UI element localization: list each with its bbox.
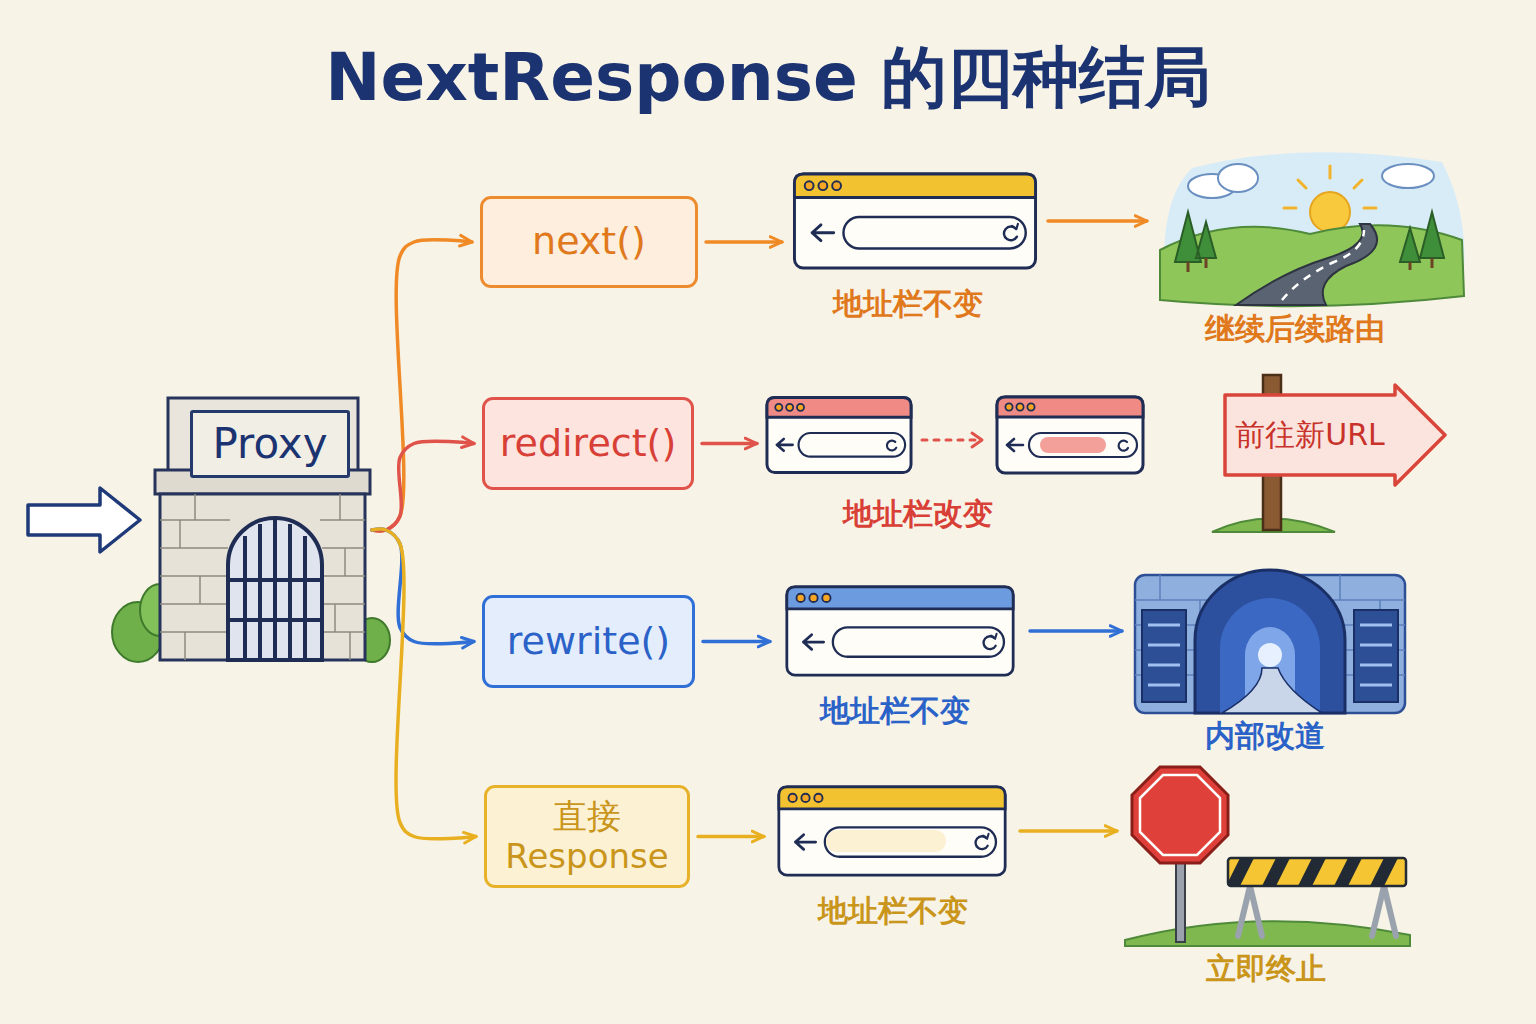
- caption-block: 立即终止: [1123, 952, 1408, 987]
- entry-arrow-part: [28, 488, 140, 552]
- flow-arrow: [1030, 629, 1122, 633]
- caption-block: 继续后续路由: [1140, 312, 1450, 347]
- stop-illustration: [1125, 767, 1410, 946]
- road-illustration-part: [1175, 212, 1216, 262]
- road-scene: 继续后续路由: [1155, 150, 1465, 305]
- browser-window: 地址栏不变: [790, 172, 1040, 270]
- diagram-title: NextResponse 的四种结局: [0, 42, 1536, 115]
- tunnel-illustration-part: [1258, 643, 1282, 667]
- stop-illustration-part-part: [1228, 858, 1398, 886]
- signpost-illustration-part: [1225, 385, 1445, 485]
- redirect-dotted-arrow: [922, 433, 982, 447]
- caption-text: 地址栏不变: [783, 287, 1033, 322]
- node-label: next(): [532, 220, 646, 264]
- stop-illustration-part: [1132, 767, 1228, 863]
- browser-window-group-part: [794, 174, 1035, 268]
- flow-arrow: [698, 835, 764, 839]
- caption-text: 地址栏不变: [773, 894, 1013, 929]
- sign-label: 前往新URL: [1235, 418, 1385, 453]
- method-box: next(): [480, 196, 698, 288]
- tunnel-illustration-part: [1148, 625, 1392, 685]
- caption-block: 地址栏改变: [728, 497, 1108, 532]
- tunnel-illustration-part: [1195, 570, 1345, 713]
- flow-arrow: [372, 529, 474, 644]
- browser-window-group-part: [997, 397, 1143, 473]
- browser-window-group-part: [767, 398, 911, 473]
- entry-arrow: [28, 488, 140, 552]
- tunnel-illustration-part: [1222, 668, 1322, 713]
- browser-window-group-part: [787, 587, 1013, 675]
- gate-illustration-part: [168, 398, 358, 488]
- caption-block: 地址栏不变: [773, 894, 1013, 929]
- caption-text: 立即终止: [1123, 952, 1408, 987]
- stop-illustration-part: [1238, 886, 1396, 936]
- browser-window-group-part: [826, 830, 946, 852]
- road-illustration-part: [1400, 212, 1444, 262]
- browser-window-pair: 地址栏改变: [765, 395, 1145, 475]
- caption-text: 内部改道: [1125, 719, 1405, 754]
- flow-arrow: [706, 240, 782, 244]
- browser-window-group-part: [779, 787, 1005, 875]
- method-box: rewrite(): [482, 595, 695, 688]
- redirect-dotted-arrow-part: [922, 439, 978, 442]
- response-box: 直接 Response: [484, 785, 690, 888]
- road-illustration-part: [1236, 224, 1377, 305]
- stop-illustration-part: [1125, 921, 1410, 946]
- road-illustration-part: [1188, 258, 1432, 272]
- caption-block: 地址栏不变: [773, 694, 1017, 729]
- browser-window: 地址栏不变: [772, 785, 1012, 877]
- gate-label: Proxy: [212, 420, 327, 468]
- road-illustration-part: [1382, 164, 1434, 188]
- connector-group: [372, 221, 1147, 839]
- caption-block: 地址栏不变: [783, 287, 1033, 322]
- gate-illustration: [112, 398, 390, 662]
- tunnel-scene: 内部改道: [1130, 570, 1410, 715]
- caption-text: 地址栏改变: [728, 497, 1108, 532]
- caption-block: 内部改道: [1125, 719, 1405, 754]
- flow-arrow: [702, 442, 757, 446]
- flow-arrow: [1020, 829, 1117, 833]
- node-label: rewrite(): [507, 620, 670, 664]
- flow-arrow: [372, 441, 474, 531]
- node-label: redirect(): [500, 422, 676, 466]
- gate-illustration-part: [160, 494, 365, 660]
- road-illustration-part: [1218, 164, 1258, 192]
- node-label: 直接 Response: [497, 797, 677, 875]
- flow-arrow: [372, 529, 476, 839]
- gate-illustration-part: [228, 518, 322, 660]
- browser-window-group-part: [1040, 437, 1106, 453]
- road-illustration-part: [1310, 192, 1350, 232]
- caption-text: 地址栏不变: [773, 694, 1017, 729]
- road-illustration-part: [1282, 230, 1364, 300]
- direction-sign: 前往新URL: [1225, 395, 1395, 475]
- flow-arrow: [372, 240, 472, 531]
- gate-illustration-part: [160, 494, 365, 660]
- tunnel-illustration: [1135, 570, 1405, 713]
- flow-arrow: [1048, 219, 1147, 223]
- stop-illustration-part: [1228, 858, 1398, 886]
- road-illustration: [1160, 152, 1465, 306]
- proxy-gate: Proxy: [150, 398, 372, 660]
- stop-illustration-part: [1228, 858, 1406, 886]
- stop-scene: 立即终止: [1125, 770, 1410, 945]
- browser-window: 地址栏不变: [778, 585, 1022, 677]
- signpost-illustration: [1212, 375, 1445, 532]
- caption-text: 继续后续路由: [1140, 312, 1450, 347]
- flow-arrow: [703, 640, 770, 644]
- redirect-dotted-arrow-part: [972, 433, 982, 447]
- gate-sign: Proxy: [190, 410, 350, 478]
- gate-illustration-part: [230, 518, 320, 660]
- method-box: redirect(): [482, 397, 694, 490]
- stop-illustration-part: [1140, 775, 1220, 855]
